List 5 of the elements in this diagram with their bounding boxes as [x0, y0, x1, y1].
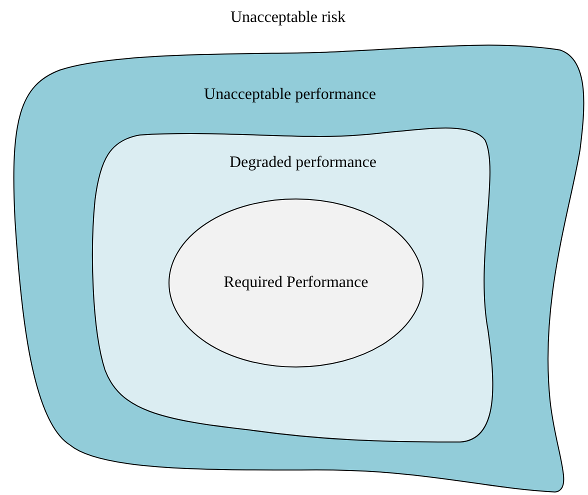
outside-label: Unacceptable risk: [230, 8, 346, 28]
region-label: Unacceptable performance: [204, 85, 376, 105]
region-label: Degraded performance: [229, 153, 377, 173]
region-label: Required Performance: [224, 273, 368, 293]
inner-ellipse: [168, 198, 424, 368]
